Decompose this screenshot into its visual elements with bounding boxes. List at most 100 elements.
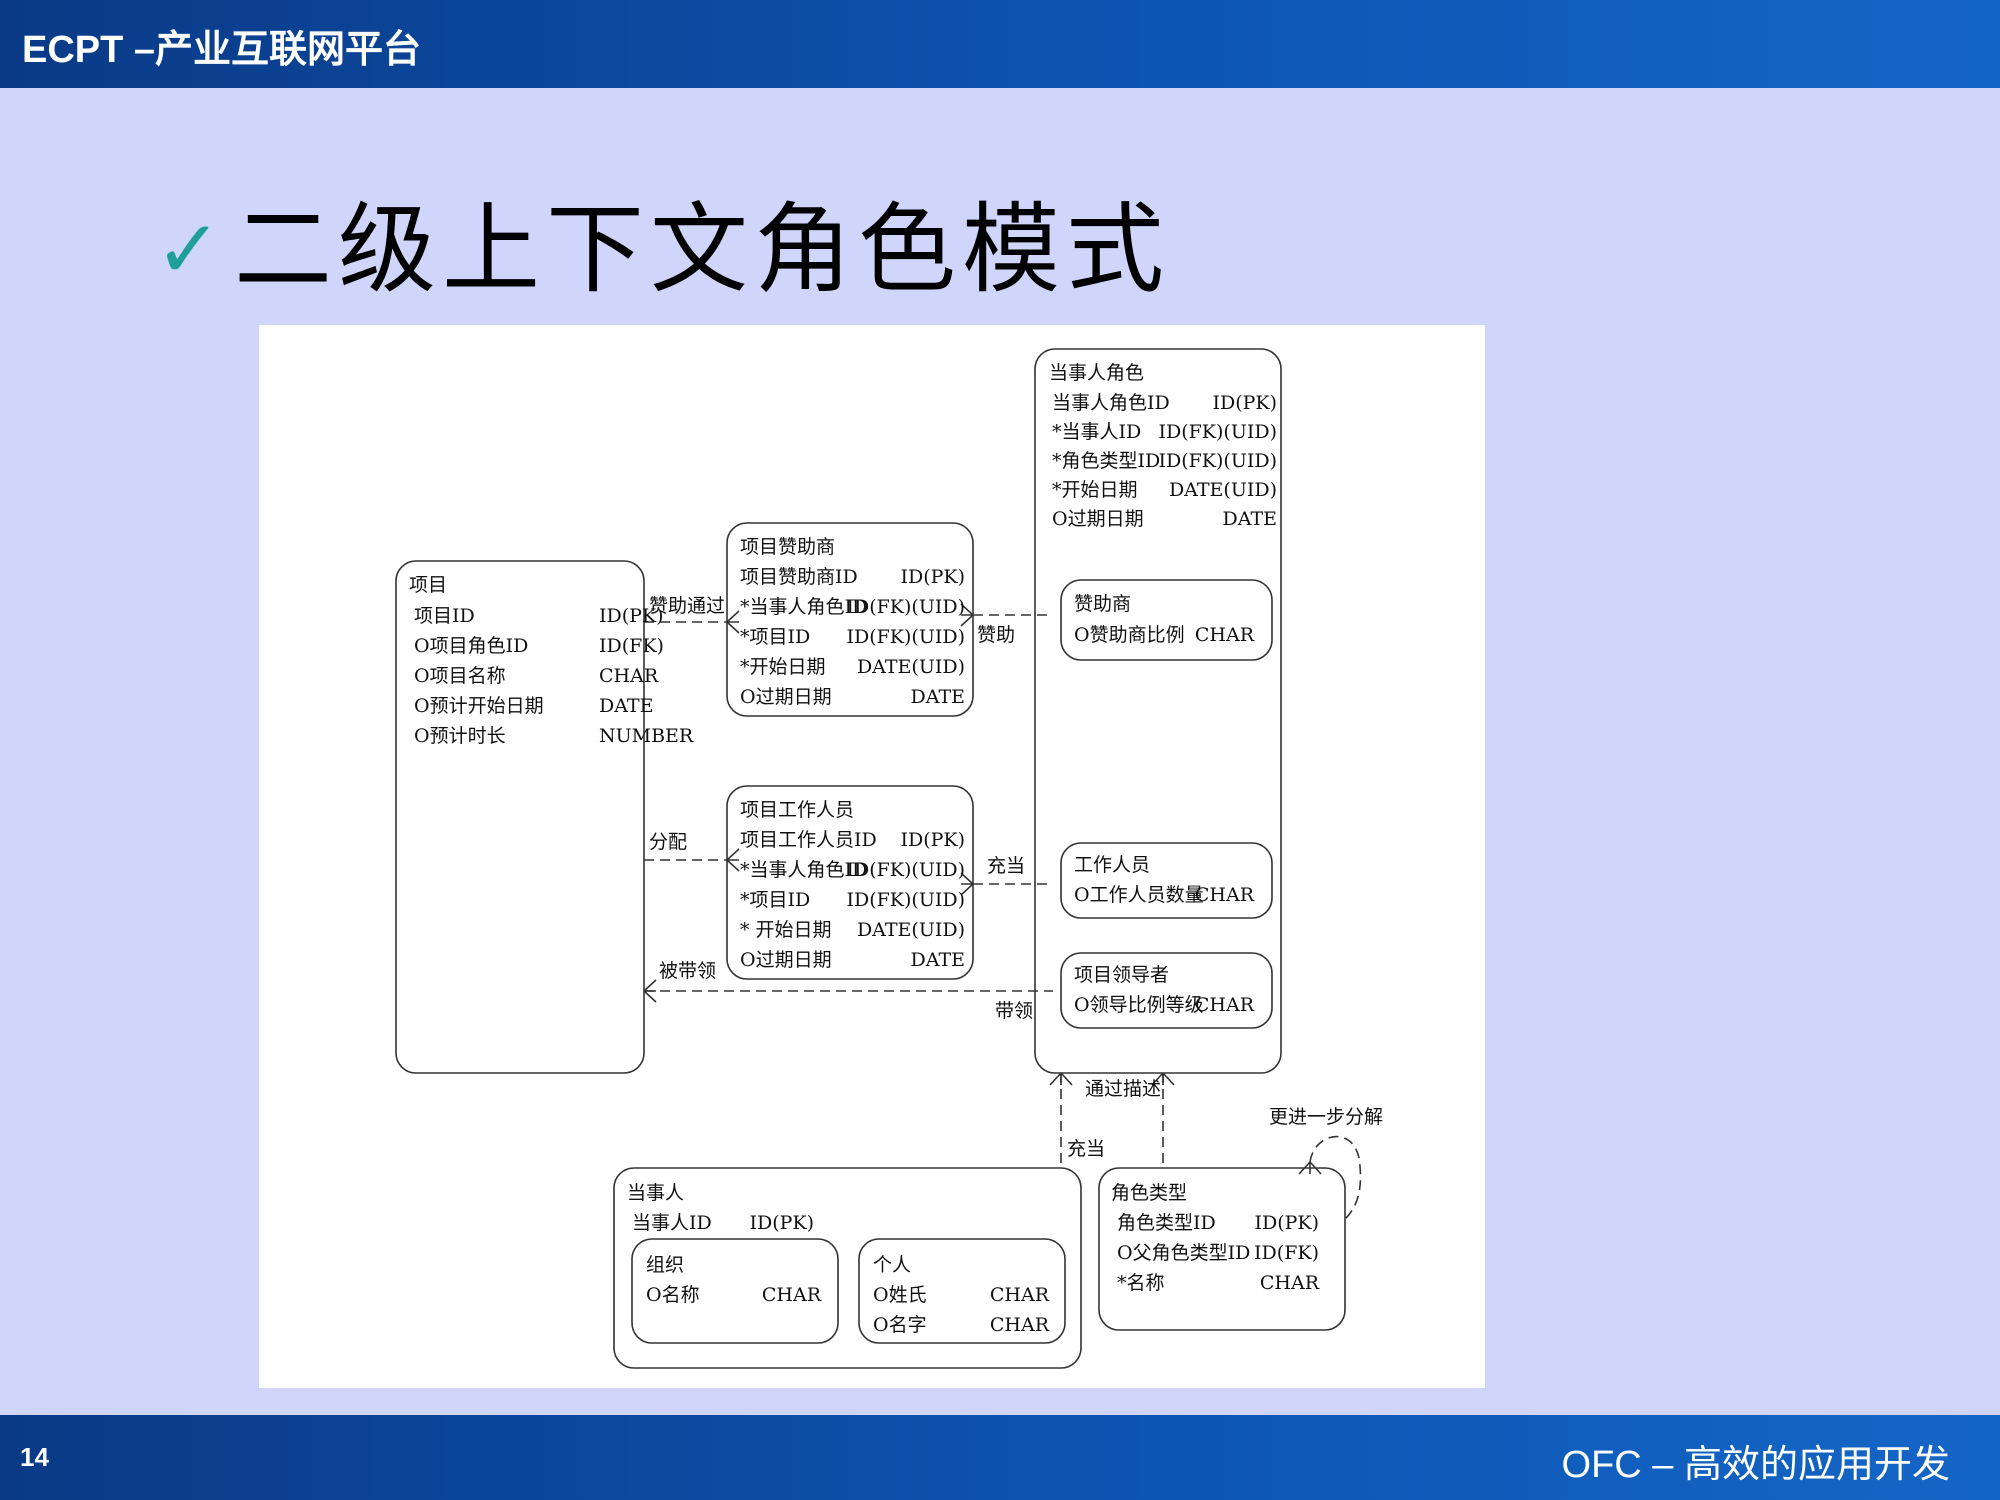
- rel-subdivided: 更进一步分解: [1269, 1106, 1383, 1128]
- role-sponsor-title: 赞助商: [1074, 593, 1131, 615]
- role-type-attr-name: *名称: [1117, 1272, 1165, 1294]
- role-type-attr-name: O父角色类型ID: [1117, 1242, 1250, 1264]
- role-worker-attr-name: O工作人员数量: [1074, 884, 1204, 906]
- crowfoot-sponsor-left: [726, 610, 740, 634]
- sponsor-title: 项目赞助商: [740, 536, 835, 558]
- crowfoot-project-led: [643, 979, 657, 1003]
- person-attr-name: O名字: [873, 1314, 927, 1336]
- role-type-title: 角色类型: [1111, 1182, 1187, 1204]
- role-type-entity: [1098, 1167, 1346, 1331]
- role-sponsor-entity: [1060, 579, 1273, 661]
- party-role-title: 当事人角色: [1049, 362, 1144, 384]
- staff-attr-type: DATE(UID): [857, 919, 965, 941]
- role-worker-title: 工作人员: [1074, 854, 1150, 876]
- party-attr-name: 当事人ID: [632, 1212, 712, 1234]
- heading-text: 二级上下文角色模式: [234, 193, 1171, 307]
- footer-text: OFC – 高效的应用开发: [1561, 1444, 1950, 1486]
- sponsor-attr-name: O过期日期: [740, 686, 832, 708]
- rel-assigned: 分配: [649, 831, 687, 853]
- org-entity: [631, 1238, 839, 1344]
- role-leader-attr-type: CHAR: [1195, 994, 1255, 1016]
- party-role-attr-type: DATE: [1223, 508, 1277, 530]
- party-role-attr-type: ID(FK)(UID): [1158, 450, 1277, 472]
- staff-attr-name: *当事人角色ID: [740, 859, 867, 881]
- role-worker-attr-type: CHAR: [1195, 884, 1255, 906]
- party-role-attr-type: ID(PK): [1212, 392, 1277, 414]
- role-leader-title: 项目领导者: [1074, 964, 1169, 986]
- project-attr-type: ID(FK): [599, 635, 664, 657]
- page-number: 14: [20, 1442, 49, 1472]
- role-worker-entity: [1060, 842, 1273, 919]
- party-role-entity: [1034, 348, 1282, 1074]
- sponsor-attr-name: *当事人角色ID: [740, 596, 867, 618]
- project-attr-type: DATE: [599, 695, 653, 717]
- org-title: 组织: [646, 1254, 684, 1276]
- role-type-attr-type: ID(FK): [1254, 1242, 1319, 1264]
- party-role-attr-name: O过期日期: [1052, 508, 1144, 530]
- role-sponsor-attr-name: O赞助商比例: [1074, 624, 1185, 646]
- rel-acts-as-party: 充当: [1067, 1138, 1105, 1160]
- staff-title: 项目工作人员: [740, 799, 854, 821]
- staff-attr-type: ID(FK)(UID): [846, 889, 965, 911]
- role-leader-entity: [1060, 952, 1273, 1029]
- party-role-attr-type: ID(FK)(UID): [1158, 421, 1277, 443]
- rel-described-by: 通过描述: [1085, 1078, 1161, 1100]
- sponsor-attr-name: *开始日期: [740, 656, 826, 678]
- party-title: 当事人: [627, 1182, 684, 1204]
- crowfoot-staff-left: [726, 848, 740, 872]
- role-type-attr-name: 角色类型ID: [1117, 1212, 1216, 1234]
- slide-heading: ✓ 二级上下文角色模式: [155, 195, 1170, 305]
- rel-sponsors: 赞助: [977, 624, 1015, 646]
- staff-attr-type: ID(FK)(UID): [846, 859, 965, 881]
- party-entity: [613, 1167, 1082, 1369]
- rel-sponsored-by: 赞助通过: [649, 595, 725, 617]
- role-leader-attr-name: O领导比例等级: [1074, 994, 1204, 1016]
- sponsor-attr-type: DATE: [911, 686, 965, 708]
- header-bar: ECPT –产业互联网平台: [0, 0, 2000, 88]
- party-role-attr-type: DATE(UID): [1169, 479, 1277, 501]
- party-role-attr-name: *当事人ID: [1052, 421, 1141, 443]
- sponsor-attr-type: ID(FK)(UID): [846, 626, 965, 648]
- rel-leads: 带领: [995, 1000, 1033, 1022]
- staff-attr-name: O过期日期: [740, 949, 832, 971]
- project-attr-type: CHAR: [599, 665, 659, 687]
- person-attr-type: CHAR: [990, 1314, 1050, 1336]
- project-attr-name: O预计开始日期: [414, 695, 544, 717]
- staff-attr-name: 项目工作人员ID: [740, 829, 877, 851]
- person-entity: [858, 1238, 1066, 1344]
- er-diagram: 项目项目ID ID(PK) O项目角色ID ID(FK) O项目名称 CHAR O预计开始日…: [259, 325, 1485, 1388]
- role-sponsor-attr-type: CHAR: [1195, 624, 1255, 646]
- line-subdivided: [1309, 1135, 1362, 1219]
- org-attr-name: O名称: [646, 1284, 700, 1306]
- person-attr-type: CHAR: [990, 1284, 1050, 1306]
- sponsor-entity: [726, 522, 974, 717]
- crowfoot-party-role-left: [1049, 1072, 1073, 1086]
- staff-attr-name: * 开始日期: [740, 919, 832, 941]
- staff-entity: [726, 785, 974, 980]
- crowfoot-staff-right: [960, 872, 974, 896]
- project-attr-name: O项目角色ID: [414, 635, 528, 657]
- role-type-attr-type: CHAR: [1260, 1272, 1320, 1294]
- person-attr-name: O姓氏: [873, 1284, 927, 1306]
- crowfoot-party-role-right: [1151, 1072, 1175, 1086]
- sponsor-attr-type: ID(PK): [900, 566, 965, 588]
- staff-attr-type: DATE: [911, 949, 965, 971]
- staff-attr-name: *项目ID: [740, 889, 810, 911]
- project-title: 项目: [409, 574, 447, 596]
- rel-led-by: 被带领: [659, 960, 716, 982]
- sponsor-attr-name: *项目ID: [740, 626, 810, 648]
- header-title: ECPT –产业互联网平台: [22, 29, 422, 71]
- project-attr-name: 项目ID: [414, 605, 475, 627]
- staff-attr-type: ID(PK): [900, 829, 965, 851]
- project-attr-name: O预计时长: [414, 725, 506, 747]
- sponsor-attr-type: ID(FK)(UID): [846, 596, 965, 618]
- project-entity: [395, 560, 645, 1074]
- rel-acts-as: 充当: [987, 855, 1025, 877]
- crowfoot-sponsor-right: [960, 603, 974, 627]
- party-role-attr-name: *开始日期: [1052, 479, 1138, 501]
- project-attr-name: O项目名称: [414, 665, 506, 687]
- sponsor-attr-name: 项目赞助商ID: [740, 566, 858, 588]
- sponsor-attr-type: DATE(UID): [857, 656, 965, 678]
- party-role-attr-name: 当事人角色ID: [1052, 392, 1170, 414]
